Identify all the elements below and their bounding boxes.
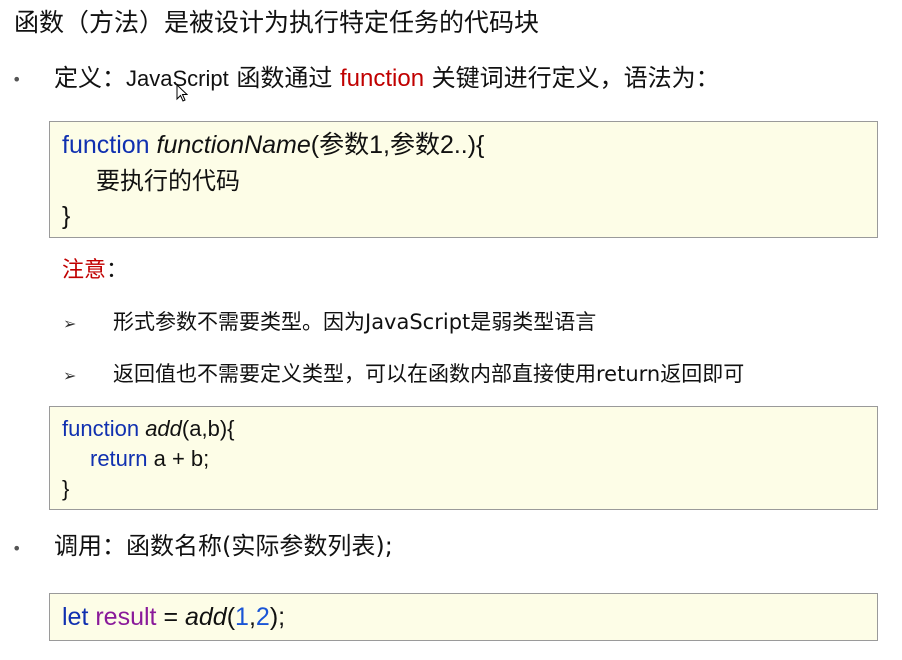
note-heading: 注意： <box>62 256 128 286</box>
definition-suffix: 关键词进行定义，语法为： <box>424 64 720 92</box>
syntax-line-1: function functionName(参数1,参数2..){ <box>62 129 484 161</box>
example-function-keyword: function <box>62 416 140 441</box>
call-let-keyword: let <box>62 603 89 631</box>
arrow-bullet-icon: ➢ <box>63 366 77 385</box>
note-label: 注意 <box>62 258 107 283</box>
call-code-box: let result = add(1,2); <box>49 593 878 641</box>
syntax-function-name: functionName <box>156 131 311 159</box>
arrow-bullet-icon: ➢ <box>63 314 77 333</box>
example-return-keyword: return <box>90 446 148 471</box>
syntax-function-keyword: function <box>62 131 150 159</box>
example-line-3: } <box>62 476 70 501</box>
syntax-code-box: function functionName(参数1,参数2..){ 要执行的代码… <box>49 121 878 238</box>
note-colon: ： <box>106 258 129 283</box>
example-line-2: return a + b; <box>90 445 209 473</box>
definition-line: 定义：JavaScript 函数通过 function 关键词进行定义，语法为： <box>54 62 720 95</box>
mouse-cursor-icon <box>176 84 188 102</box>
syntax-params: (参数1,参数2..){ <box>310 131 485 159</box>
note-item-1: 形式参数不需要类型。因为JavaScript是弱类型语言 <box>113 310 597 334</box>
definition-middle: 函数通过 <box>228 64 340 92</box>
example-code-box: function add(a,b){ return a + b; } <box>49 406 878 510</box>
definition-label: 定义： <box>54 64 126 92</box>
example-function-name: add <box>145 416 182 441</box>
definition-keyword: function <box>339 65 425 92</box>
bullet-dot-icon: • <box>12 70 22 89</box>
call-close: ); <box>269 603 286 631</box>
call-arg-1: 1 <box>235 603 249 631</box>
call-line: 调用：函数名称(实际参数列表); <box>54 532 393 560</box>
call-comma: , <box>248 603 256 631</box>
call-open-paren: ( <box>226 603 236 631</box>
call-variable-name: result <box>95 603 157 631</box>
example-params: (a,b){ <box>181 416 235 441</box>
call-function-name: add <box>185 603 227 631</box>
note-item-2: 返回值也不需要定义类型，可以在函数内部直接使用return返回即可 <box>113 362 745 386</box>
call-equals: = <box>156 603 185 631</box>
bullet-dot-icon: • <box>12 539 22 558</box>
page-title: 函数（方法）是被设计为执行特定任务的代码块 <box>14 8 540 37</box>
call-code-line: let result = add(1,2); <box>62 601 285 633</box>
call-arg-2: 2 <box>255 603 270 631</box>
example-line-1: function add(a,b){ <box>62 415 235 443</box>
syntax-line-3: } <box>62 202 71 230</box>
syntax-line-2: 要执行的代码 <box>96 167 240 195</box>
example-return-expr: a + b; <box>147 446 210 471</box>
